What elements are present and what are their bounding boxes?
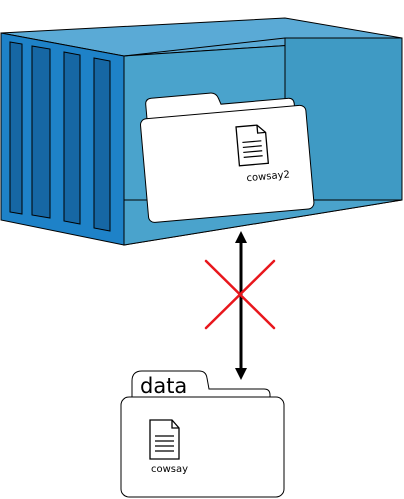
document-icon xyxy=(149,419,180,460)
container-ribs xyxy=(9,41,111,232)
host-folder-title: data xyxy=(140,374,187,398)
red-x-icon xyxy=(204,259,276,330)
host-folder: data cowsay xyxy=(120,370,285,498)
host-file-label: cowsay xyxy=(151,464,188,475)
container-file-label: cowsay2 xyxy=(246,169,290,184)
folder-icon xyxy=(131,370,271,401)
container-folder: cowsay2 xyxy=(140,92,315,223)
document-icon xyxy=(235,124,270,167)
